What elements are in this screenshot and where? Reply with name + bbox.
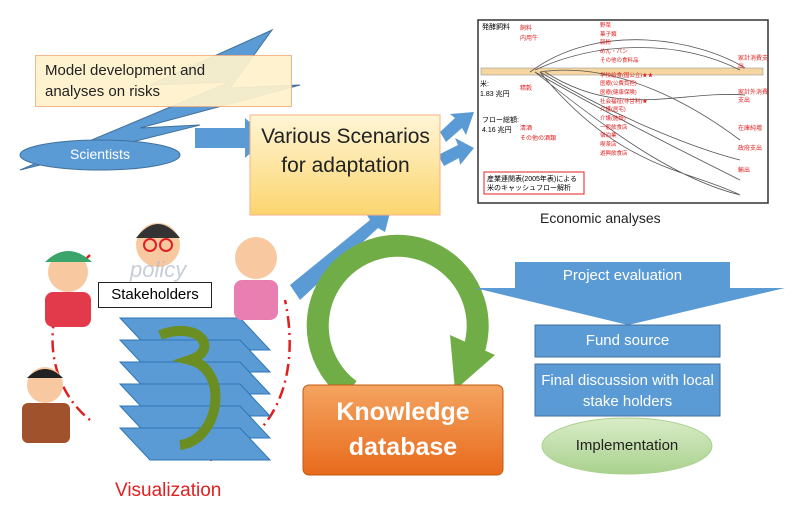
flow-total: フロー総額: 4.16 兆円 — [482, 117, 519, 134]
implementation-ellipse — [541, 417, 713, 475]
economic-chart — [477, 19, 769, 204]
chart-label: 政府支出 — [738, 146, 763, 152]
chart-label: 内用牛 — [520, 36, 539, 42]
chart-label: 社会福祉(非営利)★ — [600, 98, 648, 105]
chart-label: 飼料 — [520, 26, 533, 32]
model-development-note — [35, 55, 292, 107]
visualization-label: Visualization — [115, 480, 222, 501]
chart-label: その他の酒類 — [520, 136, 557, 142]
chart-label: 家計消費支出 — [738, 56, 769, 70]
chart-label: 精穀 — [520, 86, 533, 92]
chart-label: 家計外消費支出 — [738, 90, 769, 104]
discussion-box — [534, 363, 721, 417]
chart-title: 発酵飼料 — [482, 24, 510, 31]
elder-figure — [234, 237, 278, 320]
chart-label: 介護(施設) — [600, 116, 626, 123]
chart-label: 清酒 — [520, 126, 533, 132]
arrow-from-stakeholders — [290, 205, 392, 300]
chart-label: 喫茶店 — [600, 142, 617, 149]
evaluation-arrow-shape — [475, 262, 785, 325]
scientist-figure — [136, 223, 180, 267]
chart-left-labels: 飼料 内用牛 精穀 清酒 その他の酒類 — [520, 24, 580, 144]
arrow-to-economics — [438, 138, 474, 166]
scenarios-box — [249, 114, 441, 216]
source-note: 産業連関表(2005年表)による 米のキャッシュフロー解析 — [487, 176, 578, 192]
final-discussion-label: Final discussion with local stake holder… — [541, 372, 714, 410]
chart-label: めん・パン — [600, 49, 628, 56]
scientists-label: Scientists — [70, 146, 130, 162]
policy-watermark: policy — [130, 257, 187, 282]
official-figure — [22, 367, 70, 443]
map-layers — [118, 317, 272, 461]
fund-source-label: Fund source — [585, 332, 670, 349]
stakeholders-label: Stakeholders — [98, 282, 212, 308]
arrow-to-economics-up — [440, 112, 474, 142]
cycle-arrowhead — [450, 335, 495, 390]
scenarios-label: Various Scenarios for adaptation — [261, 125, 430, 177]
chart-label: 介護(居宅) — [600, 107, 626, 114]
chart-right-labels: 家計消費支出 家計外消費支出 在庫純増 政府支出 輸出 — [738, 55, 768, 175]
chart-label: 在庫純増 — [738, 126, 763, 132]
scientists-ellipse — [19, 139, 181, 171]
chart-label: 医療(公費負担) — [600, 81, 637, 88]
chart-label: 一般飲食店 — [600, 124, 628, 131]
chart-label: 穀粉 — [600, 40, 612, 47]
chart-label: 医療(健康保険) — [600, 89, 637, 96]
knowledge-box — [302, 384, 504, 476]
project-evaluation-label: Project evaluation — [562, 267, 683, 284]
economic-caption: Economic analyses — [540, 210, 661, 226]
chart-label: 野菜 — [600, 23, 612, 29]
model-development-label: Model development and analyses on risks — [45, 62, 206, 100]
implementation-label: Implementation — [575, 437, 679, 454]
fund-box — [534, 324, 721, 358]
chart-label: 学校給食(国公立)★★ — [600, 72, 654, 79]
chart-label: 遊興飲食店 — [600, 150, 628, 157]
chart-label: 菓子類 — [600, 31, 617, 38]
rice-value: 米: 1.83 兆円 — [480, 81, 510, 98]
knowledge-label: Knowledge database — [336, 398, 470, 461]
cycle-arrow — [306, 234, 489, 399]
chart-label: その他の食料品 — [600, 57, 639, 64]
chart-label: 宿泊業 — [600, 133, 617, 140]
farmer-figure — [45, 251, 92, 327]
chart-middle-labels: 野菜 菓子類 穀粉 めん・パン その他の食料品 学校給食(国公立)★★ 医療(公… — [600, 22, 720, 159]
chart-label: 輸出 — [738, 168, 751, 174]
